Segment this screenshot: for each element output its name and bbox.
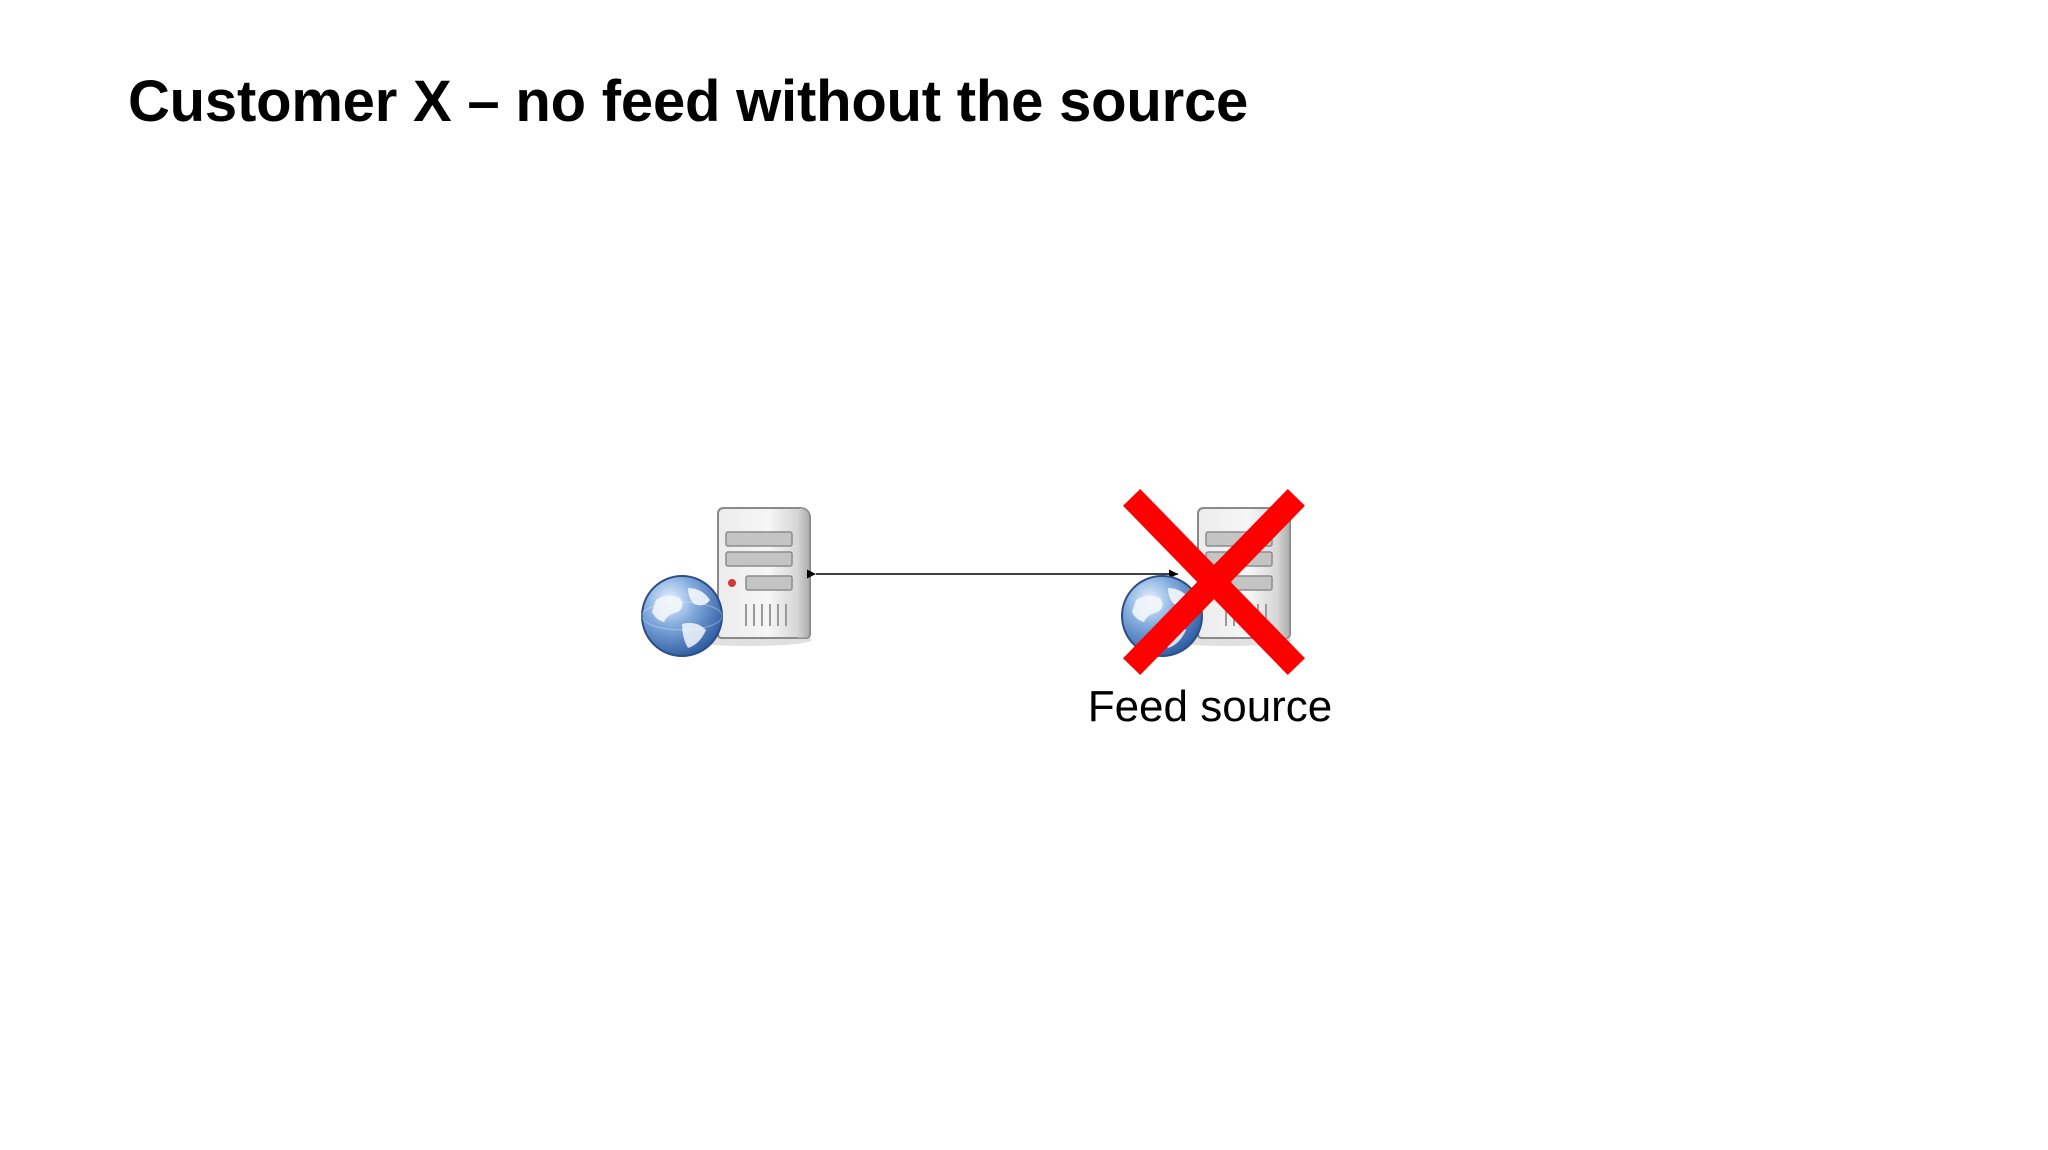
feed-source-server-node bbox=[1121, 489, 1305, 675]
globe-icon bbox=[1121, 575, 1203, 657]
feed-source-label: Feed source bbox=[1087, 682, 1333, 731]
slide-title: Customer X – no feed without the source bbox=[128, 69, 1249, 134]
globe-icon bbox=[641, 575, 723, 657]
web-server-icon bbox=[641, 507, 812, 657]
customer-server-node bbox=[641, 507, 812, 657]
red-x-icon bbox=[1123, 489, 1305, 675]
